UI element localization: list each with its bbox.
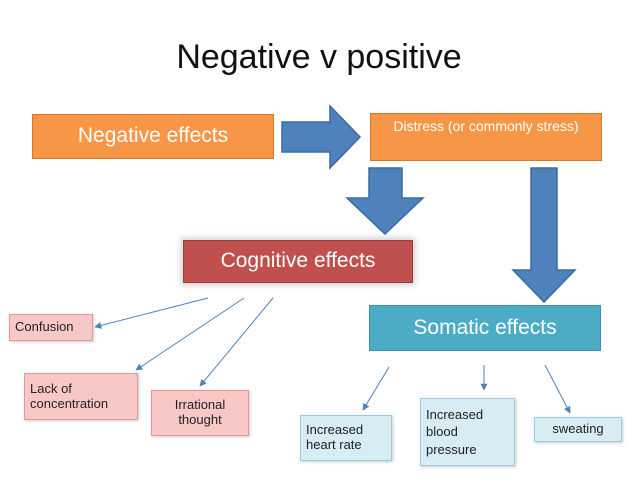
cognitive-effects-box: Cognitive effects xyxy=(183,240,413,283)
somatic-effects-box: Somatic effects xyxy=(369,305,601,351)
sweating-label: sweating xyxy=(552,421,604,437)
increased-blood-pressure-label: Increased blood pressure xyxy=(426,406,484,457)
distress-box: Distress (or commonly stress) xyxy=(370,113,602,161)
connector-to-sweating xyxy=(544,364,571,414)
connector-to-irrational-thought xyxy=(199,297,274,387)
distress-label: Distress (or commonly stress) xyxy=(393,118,579,134)
negative-effects-box: Negative effects xyxy=(32,114,274,159)
irrational-thought-label: Irrational thought xyxy=(174,397,226,427)
connector-to-lack-of-concentration xyxy=(135,297,245,371)
lack-of-concentration-box: Lack of concentration xyxy=(24,373,138,420)
slide-title: Negative v positive xyxy=(176,38,462,76)
negative-effects-label: Negative effects xyxy=(77,124,229,148)
connector-to-heart-rate xyxy=(362,366,390,411)
down-block-arrow-to-somatic xyxy=(511,167,577,304)
increased-heart-rate-box: Increased heart rate xyxy=(300,415,392,461)
connector-to-confusion xyxy=(94,297,209,329)
sweating-box: sweating xyxy=(534,417,622,442)
irrational-thought-box: Irrational thought xyxy=(151,390,249,436)
confusion-box: Confusion xyxy=(9,314,93,341)
confusion-label: Confusion xyxy=(15,319,74,335)
right-block-arrow xyxy=(281,104,362,170)
somatic-effects-label: Somatic effects xyxy=(413,315,557,339)
increased-heart-rate-label: Increased heart rate xyxy=(306,422,364,452)
lack-of-concentration-label: Lack of concentration xyxy=(30,380,109,411)
down-block-arrow-to-cognitive xyxy=(345,167,425,236)
increased-blood-pressure-box: Increased blood pressure xyxy=(420,398,515,466)
cognitive-effects-label: Cognitive effects xyxy=(220,249,376,273)
